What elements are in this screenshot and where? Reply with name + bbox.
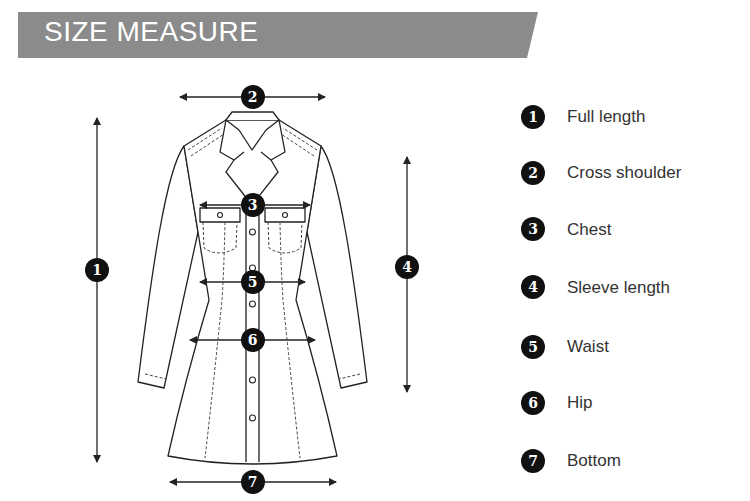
callout-number: 5 xyxy=(241,270,265,294)
callout-text: 3 xyxy=(248,198,258,212)
size-label: Sleeve length xyxy=(567,278,670,298)
buttons xyxy=(218,213,288,422)
callout-text: 4 xyxy=(402,260,412,274)
callout-text: 2 xyxy=(528,166,538,180)
callout-text: 2 xyxy=(248,90,258,104)
callout-number: 5 xyxy=(521,335,545,359)
size-label: Waist xyxy=(567,337,609,357)
callout-text: 3 xyxy=(528,222,538,236)
dress-drawing xyxy=(138,112,367,464)
size-label: Cross shoulder xyxy=(567,163,681,183)
callout-number: 6 xyxy=(521,391,545,415)
callout-number: 3 xyxy=(241,193,265,217)
callout-number: 1 xyxy=(521,105,545,129)
callout-number: 4 xyxy=(521,275,545,299)
callout-number: 1 xyxy=(85,258,109,282)
callout-text: 7 xyxy=(528,454,538,468)
callout-number: 2 xyxy=(521,161,545,185)
callout-text: 6 xyxy=(248,333,258,347)
size-label: Bottom xyxy=(567,451,621,471)
dimension-arrows xyxy=(97,97,407,482)
callout-text: 1 xyxy=(528,110,538,124)
callout-number: 3 xyxy=(521,217,545,241)
callout-number: 7 xyxy=(521,449,545,473)
callout-text: 6 xyxy=(528,396,538,410)
callout-text: 4 xyxy=(528,280,538,294)
size-label: Full length xyxy=(567,107,645,127)
callout-number: 6 xyxy=(241,328,265,352)
size-label: Hip xyxy=(567,393,593,413)
callout-text: 5 xyxy=(248,275,258,289)
callout-number: 7 xyxy=(241,470,265,494)
callout-text: 5 xyxy=(528,340,538,354)
title-band xyxy=(18,12,538,58)
callout-text: 7 xyxy=(248,475,258,489)
size-label: Chest xyxy=(567,220,611,240)
callout-number: 4 xyxy=(395,255,419,279)
stitching xyxy=(145,128,360,458)
page-title: SIZE MEASURE xyxy=(44,16,258,48)
callout-text: 1 xyxy=(92,263,102,277)
callout-number: 2 xyxy=(241,85,265,109)
